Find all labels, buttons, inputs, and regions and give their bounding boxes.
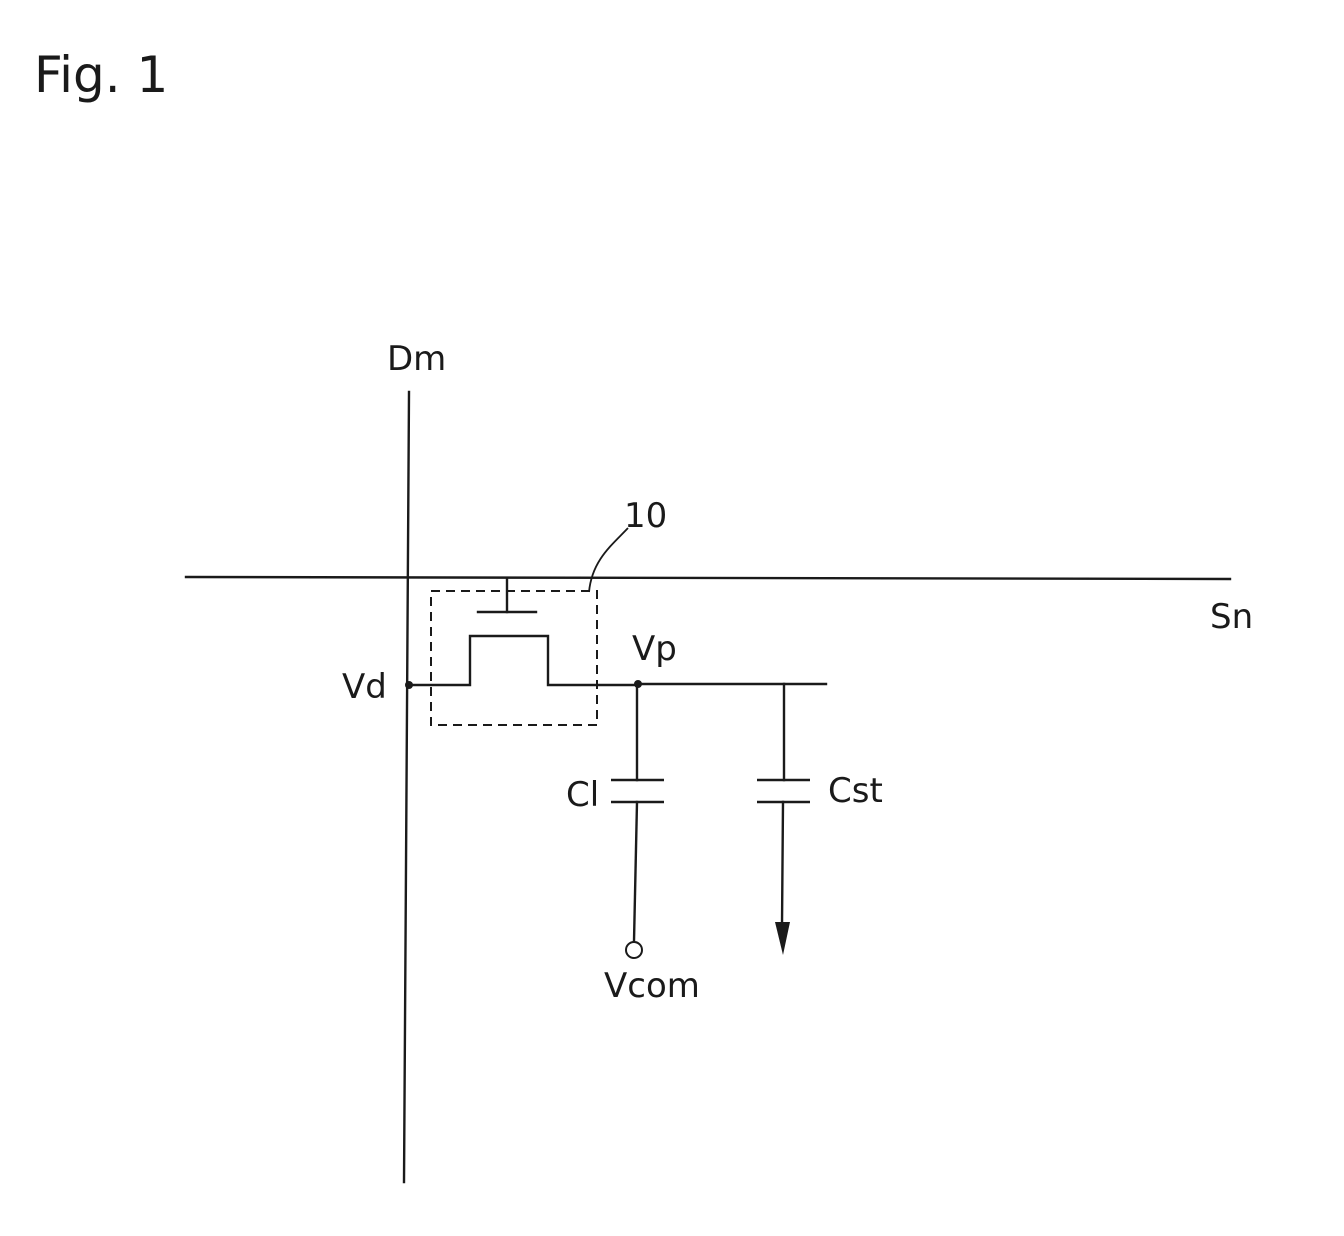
cl-label: Cl bbox=[566, 775, 599, 815]
tft-leader-line bbox=[589, 528, 628, 592]
cst-lower-lead bbox=[782, 802, 783, 925]
tft-reference-label: 10 bbox=[624, 496, 667, 536]
vcom-terminal bbox=[626, 942, 642, 958]
cst-label: Cst bbox=[828, 771, 883, 811]
figure-title: Fig. 1 bbox=[34, 46, 168, 104]
down-arrow-icon bbox=[775, 922, 790, 955]
vd-node-dot bbox=[405, 681, 413, 689]
scan-line-sn bbox=[186, 577, 1230, 579]
data-line-dm bbox=[404, 392, 409, 1182]
data-line-label: Dm bbox=[387, 339, 446, 379]
cl-lower-lead bbox=[634, 802, 637, 941]
vp-label: Vp bbox=[632, 629, 677, 669]
tft-channel bbox=[409, 636, 638, 685]
vd-label: Vd bbox=[342, 667, 387, 707]
scan-line-label: Sn bbox=[1210, 597, 1253, 637]
vcom-label: Vcom bbox=[604, 966, 700, 1006]
